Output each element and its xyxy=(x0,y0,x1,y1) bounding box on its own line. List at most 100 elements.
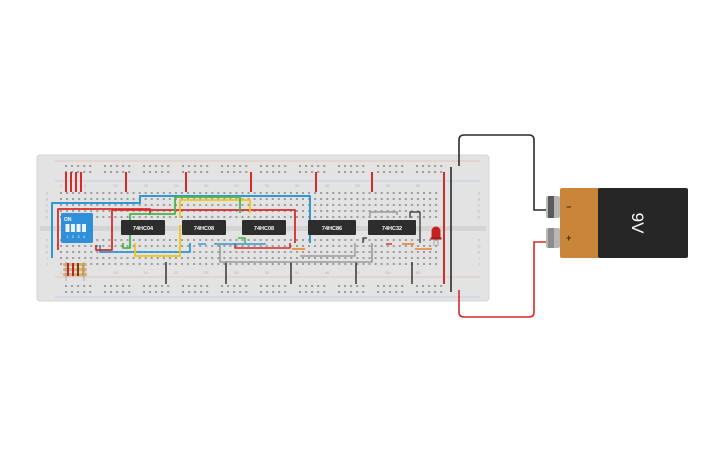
breadboard-hole[interactable] xyxy=(150,239,153,241)
breadboard-hole[interactable] xyxy=(320,263,323,265)
breadboard-hole[interactable] xyxy=(423,245,425,247)
breadboard-hole[interactable] xyxy=(227,165,230,167)
breadboard-hole[interactable] xyxy=(332,245,335,247)
breadboard-hole[interactable] xyxy=(174,192,177,194)
breadboard-hole[interactable] xyxy=(229,216,232,218)
breadboard-hole[interactable] xyxy=(247,257,250,259)
breadboard-hole[interactable] xyxy=(253,251,256,253)
breadboard-hole[interactable] xyxy=(126,210,129,212)
breadboard-hole[interactable] xyxy=(386,251,389,253)
breadboard-hole[interactable] xyxy=(344,165,347,167)
breadboard-hole[interactable] xyxy=(71,285,74,287)
breadboard-hole[interactable] xyxy=(323,171,326,173)
breadboard-hole[interactable] xyxy=(144,210,147,212)
breadboard-hole[interactable] xyxy=(187,245,190,247)
breadboard-hole[interactable] xyxy=(278,165,281,167)
breadboard-hole[interactable] xyxy=(389,285,392,287)
breadboard-hole[interactable] xyxy=(362,171,365,173)
breadboard-hole[interactable] xyxy=(114,204,117,206)
breadboard-hole[interactable] xyxy=(295,210,298,212)
breadboard-hole[interactable] xyxy=(205,216,208,218)
breadboard-hole[interactable] xyxy=(253,245,256,247)
breadboard-hole[interactable] xyxy=(302,192,304,194)
breadboard-hole[interactable] xyxy=(344,285,347,287)
breadboard-hole[interactable] xyxy=(108,210,111,212)
breadboard-hole[interactable] xyxy=(96,210,99,212)
breadboard-hole[interactable] xyxy=(120,204,123,206)
wire-blue[interactable] xyxy=(214,243,266,245)
breadboard-hole[interactable] xyxy=(435,245,438,247)
breadboard-hole[interactable] xyxy=(162,245,165,247)
breadboard-hole[interactable] xyxy=(199,239,202,241)
breadboard-hole[interactable] xyxy=(84,257,87,259)
breadboard-hole[interactable] xyxy=(78,198,81,200)
breadboard-hole[interactable] xyxy=(116,285,119,287)
wire-black[interactable] xyxy=(409,211,421,243)
breadboard-hole[interactable] xyxy=(377,165,379,167)
breadboard-hole[interactable] xyxy=(78,204,81,206)
breadboard-hole[interactable] xyxy=(283,210,286,212)
breadboard-hole[interactable] xyxy=(104,291,106,293)
breadboard-hole[interactable] xyxy=(410,216,413,218)
breadboard-hole[interactable] xyxy=(295,198,298,200)
breadboard-hole[interactable] xyxy=(283,257,286,259)
breadboard-hole[interactable] xyxy=(429,239,432,241)
breadboard-hole[interactable] xyxy=(416,291,418,293)
breadboard-hole[interactable] xyxy=(423,210,425,212)
breadboard-hole[interactable] xyxy=(132,198,135,200)
breadboard-hole[interactable] xyxy=(205,257,208,259)
breadboard-hole[interactable] xyxy=(368,245,371,247)
breadboard-hole[interactable] xyxy=(90,204,93,206)
breadboard-hole[interactable] xyxy=(187,210,190,212)
breadboard-hole[interactable] xyxy=(83,285,86,287)
breadboard-hole[interactable] xyxy=(386,257,389,259)
breadboard-hole[interactable] xyxy=(188,291,191,293)
breadboard-hole[interactable] xyxy=(374,198,377,200)
breadboard-hole[interactable] xyxy=(323,291,326,293)
breadboard-hole[interactable] xyxy=(205,245,208,247)
breadboard-hole[interactable] xyxy=(368,263,371,265)
breadboard-hole[interactable] xyxy=(143,285,145,287)
breadboard-hole[interactable] xyxy=(150,192,153,194)
breadboard-hole[interactable] xyxy=(410,192,413,194)
breadboard-hole[interactable] xyxy=(308,192,311,194)
breadboard-hole[interactable] xyxy=(194,165,197,167)
breadboard-hole[interactable] xyxy=(350,285,353,287)
breadboard-hole[interactable] xyxy=(259,210,262,212)
breadboard-hole[interactable] xyxy=(259,204,262,206)
breadboard-hole[interactable] xyxy=(326,192,329,194)
breadboard-hole[interactable] xyxy=(78,210,81,212)
breadboard-hole[interactable] xyxy=(221,291,223,293)
breadboard-hole[interactable] xyxy=(90,245,93,247)
breadboard-hole[interactable] xyxy=(317,165,320,167)
breadboard-hole[interactable] xyxy=(311,171,314,173)
breadboard-hole[interactable] xyxy=(193,239,196,241)
breadboard-hole[interactable] xyxy=(404,198,407,200)
breadboard-hole[interactable] xyxy=(194,285,197,287)
breadboard-hole[interactable] xyxy=(326,251,329,253)
breadboard-hole[interactable] xyxy=(65,291,67,293)
breadboard-hole[interactable] xyxy=(416,192,419,194)
breadboard-hole[interactable] xyxy=(374,192,377,194)
breadboard-hole[interactable] xyxy=(435,257,438,259)
breadboard-hole[interactable] xyxy=(317,291,320,293)
breadboard-hole[interactable] xyxy=(289,192,292,194)
breadboard-hole[interactable] xyxy=(386,239,389,241)
breadboard-hole[interactable] xyxy=(265,251,268,253)
breadboard-hole[interactable] xyxy=(356,171,359,173)
breadboard-hole[interactable] xyxy=(233,291,236,293)
breadboard-hole[interactable] xyxy=(320,245,323,247)
breadboard-hole[interactable] xyxy=(188,285,191,287)
wire-red[interactable] xyxy=(458,241,548,318)
breadboard-hole[interactable] xyxy=(96,192,99,194)
breadboard-hole[interactable] xyxy=(168,204,171,206)
breadboard-hole[interactable] xyxy=(199,204,202,206)
breadboard-hole[interactable] xyxy=(308,257,311,259)
breadboard-hole[interactable] xyxy=(308,263,311,265)
breadboard-hole[interactable] xyxy=(235,216,238,218)
breadboard-hole[interactable] xyxy=(380,263,383,265)
breadboard-hole[interactable] xyxy=(302,263,304,265)
breadboard-hole[interactable] xyxy=(128,165,131,167)
breadboard-hole[interactable] xyxy=(162,210,165,212)
breadboard-hole[interactable] xyxy=(241,192,244,194)
